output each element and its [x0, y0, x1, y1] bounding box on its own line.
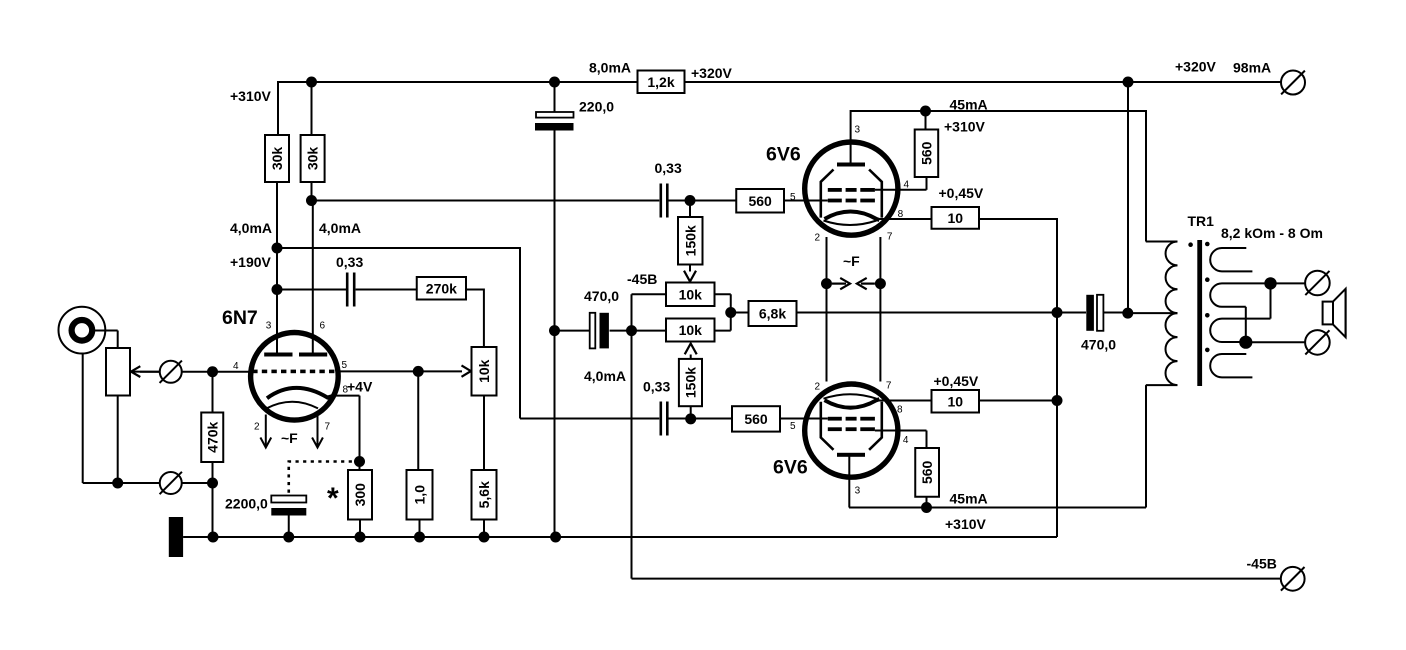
- svg-text:560: 560: [744, 411, 768, 427]
- svg-text:30k: 30k: [305, 147, 321, 171]
- svg-text:*: *: [327, 482, 339, 515]
- svg-text:6V6: 6V6: [766, 144, 801, 166]
- svg-text:4: 4: [233, 361, 239, 372]
- svg-text:150k: 150k: [682, 367, 698, 398]
- svg-text:3: 3: [855, 125, 861, 136]
- svg-text:3: 3: [266, 321, 272, 332]
- svg-text:2200,0: 2200,0: [225, 496, 268, 512]
- svg-text:7: 7: [886, 381, 892, 392]
- svg-text:2: 2: [815, 233, 821, 244]
- svg-text:7: 7: [325, 422, 331, 433]
- svg-text:8: 8: [898, 209, 904, 220]
- svg-text:10k: 10k: [679, 322, 703, 338]
- svg-text:5: 5: [790, 192, 796, 203]
- svg-text:470k: 470k: [204, 421, 220, 452]
- svg-text:560: 560: [748, 193, 772, 209]
- svg-text:+320V: +320V: [1175, 59, 1217, 75]
- svg-text:270k: 270k: [426, 280, 457, 296]
- svg-text:2: 2: [815, 382, 821, 393]
- svg-text:4,0mA: 4,0mA: [584, 368, 626, 384]
- svg-text:6N7: 6N7: [222, 307, 258, 329]
- svg-text:10k: 10k: [476, 359, 492, 383]
- svg-text:4: 4: [903, 435, 909, 446]
- svg-text:220,0: 220,0: [579, 99, 614, 115]
- svg-text:0,33: 0,33: [643, 379, 670, 395]
- svg-text:45mA: 45mA: [950, 491, 988, 507]
- svg-text:6: 6: [320, 321, 326, 332]
- svg-text:8,0mA: 8,0mA: [589, 60, 631, 76]
- svg-text:300: 300: [352, 483, 368, 507]
- svg-text:1,2k: 1,2k: [647, 74, 674, 90]
- svg-text:8,2 kOm - 8 Om: 8,2 kOm - 8 Om: [1221, 225, 1323, 241]
- svg-text:470,0: 470,0: [1081, 337, 1116, 353]
- svg-text:6,8k: 6,8k: [759, 306, 786, 322]
- svg-text:+0,45V: +0,45V: [934, 373, 979, 389]
- svg-text:30k: 30k: [269, 147, 285, 171]
- svg-text:+310V: +310V: [230, 88, 272, 104]
- svg-text:+320V: +320V: [691, 65, 733, 81]
- svg-text:560: 560: [919, 460, 935, 484]
- svg-text:5: 5: [790, 421, 796, 432]
- svg-text:+310V: +310V: [944, 119, 986, 135]
- svg-text:1,0: 1,0: [412, 485, 428, 505]
- svg-text:2: 2: [254, 422, 260, 433]
- svg-text:7: 7: [887, 232, 893, 243]
- svg-text:10k: 10k: [679, 286, 703, 302]
- svg-text:470,0: 470,0: [584, 288, 619, 304]
- svg-text:-45B: -45B: [627, 271, 657, 287]
- svg-text:150k: 150k: [682, 225, 698, 256]
- svg-text:98mA: 98mA: [1233, 60, 1271, 76]
- svg-text:0,33: 0,33: [336, 254, 363, 270]
- svg-text:+310V: +310V: [945, 516, 987, 532]
- svg-text:4,0mA: 4,0mA: [319, 220, 361, 236]
- svg-text:+4V: +4V: [347, 379, 373, 395]
- svg-text:+0,45V: +0,45V: [939, 185, 984, 201]
- svg-text:TR1: TR1: [1188, 213, 1215, 229]
- svg-text:+190V: +190V: [230, 254, 272, 270]
- svg-text:~F: ~F: [843, 253, 860, 269]
- svg-text:6V6: 6V6: [773, 457, 808, 479]
- svg-text:45mA: 45mA: [950, 97, 988, 113]
- svg-text:3: 3: [855, 486, 861, 497]
- svg-text:4,0mA: 4,0mA: [230, 220, 272, 236]
- svg-text:5,6k: 5,6k: [476, 481, 492, 508]
- svg-text:0,33: 0,33: [655, 160, 682, 176]
- svg-text:-45B: -45B: [1247, 556, 1277, 572]
- svg-text:~F: ~F: [281, 430, 298, 446]
- svg-text:8: 8: [343, 385, 349, 396]
- svg-text:10: 10: [947, 393, 963, 409]
- svg-text:560: 560: [918, 141, 934, 165]
- svg-text:5: 5: [342, 360, 348, 371]
- svg-text:10: 10: [947, 210, 963, 226]
- svg-text:8: 8: [897, 405, 903, 416]
- svg-text:4: 4: [904, 180, 910, 191]
